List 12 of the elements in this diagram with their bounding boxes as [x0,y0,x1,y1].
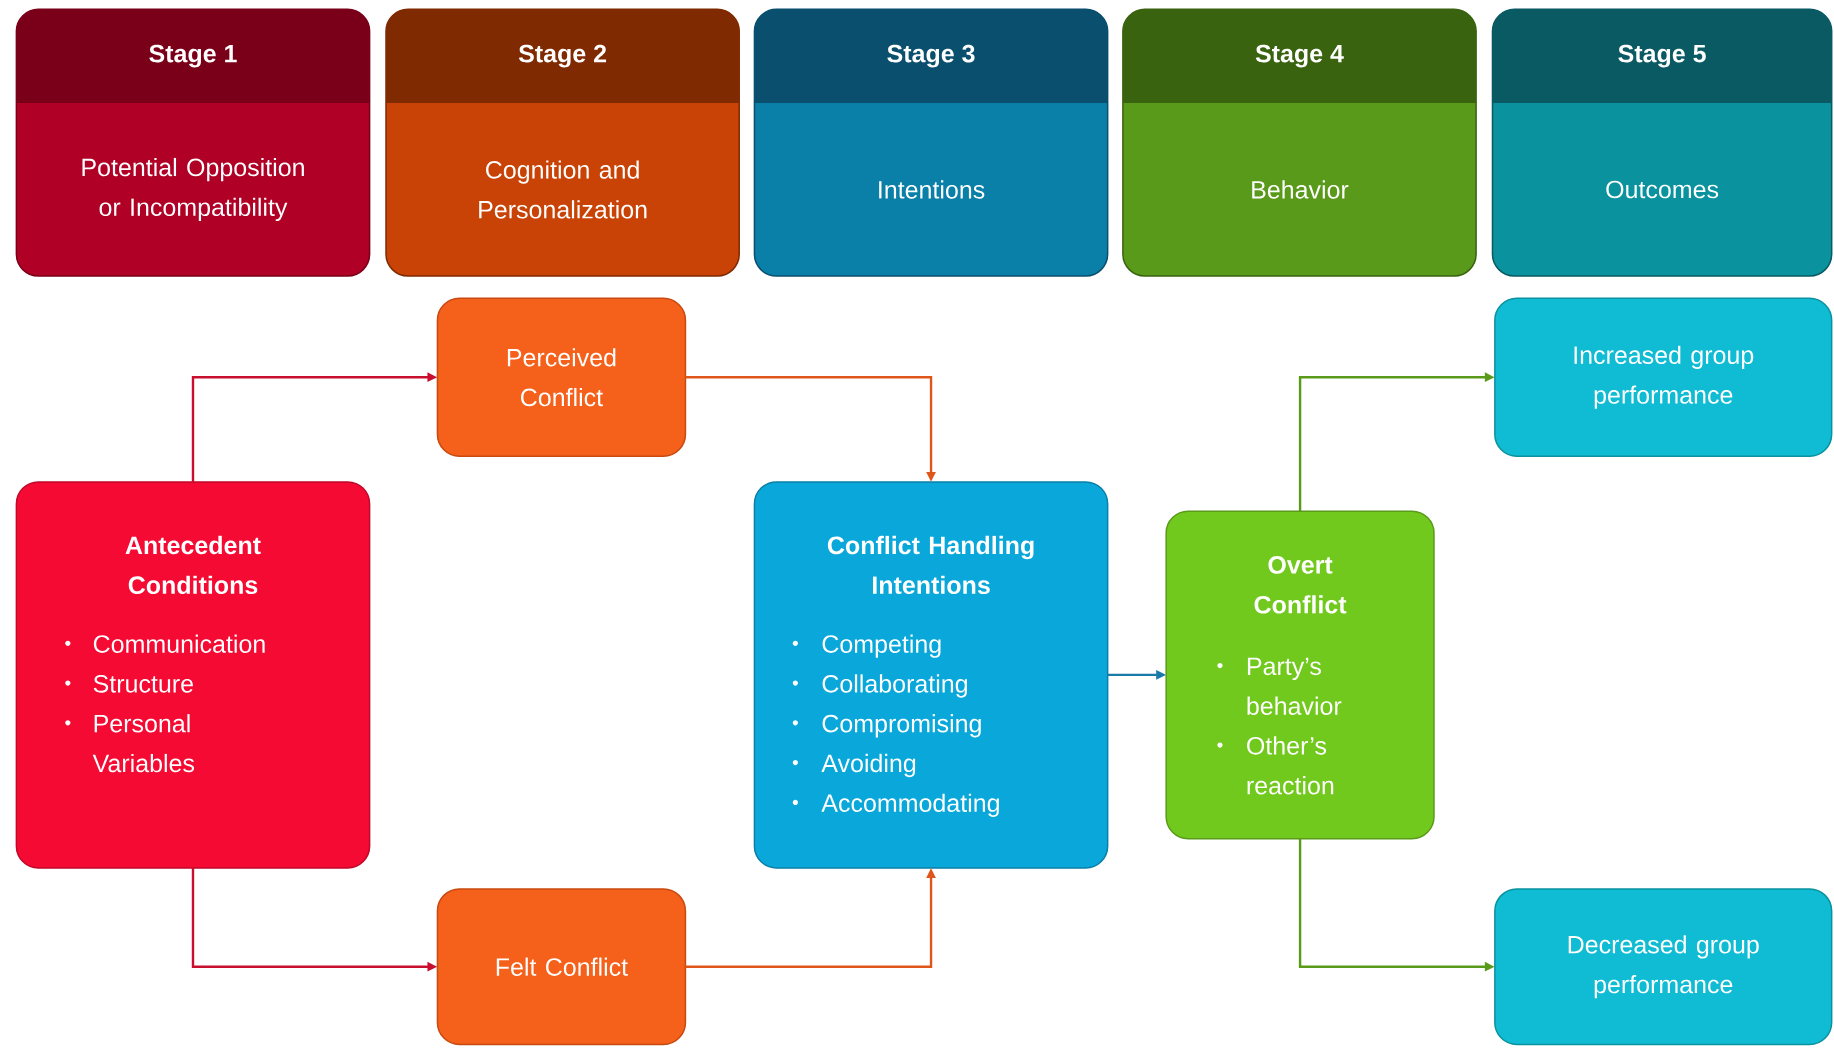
process-box: Overt Conflict Party’s behavior Other’s reaction [1165,510,1435,840]
stage-box: Stage 2 Cognition and Personalization [385,8,740,277]
process-box: Increased group performance [1494,297,1833,457]
process-box: Conflict Handling Intentions Competing Collaborating Compromising Avoiding Accommodating [753,481,1109,869]
process-box: Felt Conflict [436,888,687,1046]
stage-box: Stage 1 Potential Opposition or Incompatibility [15,8,371,277]
process-box: Perceived Conflict [436,297,687,457]
stage-box: Stage 3 Intentions [753,8,1109,277]
process-box: Antecedent Conditions Communication Structure Personal Variables [15,481,371,869]
stage-box: Stage 4 Behavior [1122,8,1477,277]
stage-box: Stage 5 Outcomes [1491,8,1833,277]
process-box: Decreased group performance [1494,888,1833,1046]
